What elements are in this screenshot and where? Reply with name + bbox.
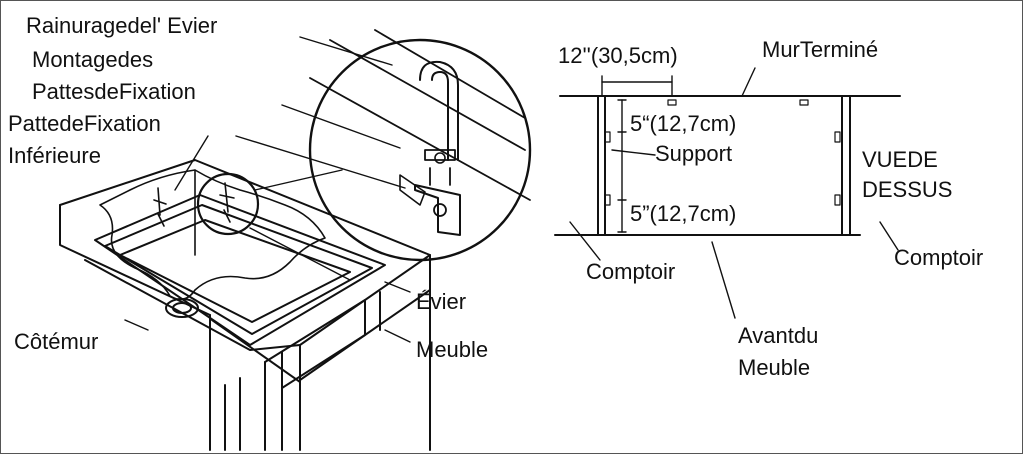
label-sink: Évier bbox=[416, 289, 467, 314]
label-wall-side: Côtémur bbox=[14, 329, 99, 354]
label-clip-mounting-2: PattesdeFixation bbox=[32, 79, 196, 104]
label-lower-clip-2: Inférieure bbox=[8, 143, 101, 168]
leader-lines-right bbox=[569, 67, 899, 319]
detail-callout-circle bbox=[196, 172, 260, 236]
label-countertop-right: Comptoir bbox=[894, 245, 984, 270]
label-sink-groove: Rainuragedel' Evier bbox=[26, 13, 218, 38]
label-dimension-bottom: 5”(12,7cm) bbox=[630, 201, 737, 226]
detail-magnifier bbox=[308, 29, 532, 262]
label-top-view-1: VUEDE bbox=[862, 147, 938, 172]
label-top-view-2: DESSUS bbox=[862, 177, 953, 202]
label-cabinet-front-2: Meuble bbox=[738, 355, 811, 380]
countertop-outline bbox=[59, 159, 431, 381]
label-finished-wall: MurTerminé bbox=[762, 37, 879, 62]
top-view-drawing bbox=[554, 75, 901, 236]
label-cabinet-front-1: Avantdu bbox=[738, 323, 819, 348]
label-dimension-top: 5“(12,7cm) bbox=[630, 111, 737, 136]
label-lower-clip-1: PattedeFixation bbox=[8, 111, 161, 136]
cabinet bbox=[209, 289, 431, 451]
leader-lines-left bbox=[124, 36, 411, 343]
label-countertop-left: Comptoir bbox=[586, 259, 676, 284]
label-cabinet: Meuble bbox=[416, 337, 489, 362]
mounting-clips-small bbox=[153, 182, 235, 227]
label-support: Support bbox=[655, 141, 733, 166]
label-clip-mounting-1: Montagedes bbox=[32, 47, 154, 72]
label-width-dimension: 12''(30,5cm) bbox=[558, 43, 678, 68]
